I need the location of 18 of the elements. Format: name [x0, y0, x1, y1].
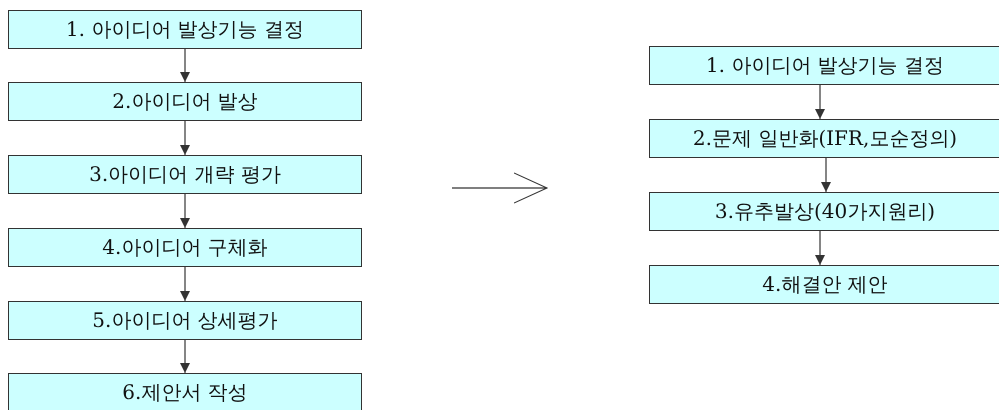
arrow — [180, 49, 190, 82]
process-box: 3.아이디어 개략 평가 — [8, 155, 362, 194]
arrow — [180, 194, 190, 228]
process-box: 4.해결안 제안 — [649, 265, 999, 304]
process-box: 3.유추발상(40가지원리) — [649, 192, 999, 231]
process-box: 6.제안서 작성 — [8, 373, 362, 410]
arrow — [180, 267, 190, 301]
process-box: 5.아이디어 상세평가 — [8, 301, 362, 340]
process-box: 4.아이디어 구체화 — [8, 228, 362, 267]
arrow — [815, 231, 825, 265]
process-box: 1. 아이디어 발상기능 결정 — [8, 10, 362, 49]
process-box: 2.아이디어 발상 — [8, 82, 362, 121]
arrow — [821, 158, 831, 192]
arrow — [180, 340, 190, 373]
process-box: 2.문제 일반화(IFR,모순정의) — [649, 119, 999, 158]
arrow — [815, 85, 825, 119]
process-box: 1. 아이디어 발상기능 결정 — [649, 46, 999, 85]
arrow — [180, 121, 190, 155]
